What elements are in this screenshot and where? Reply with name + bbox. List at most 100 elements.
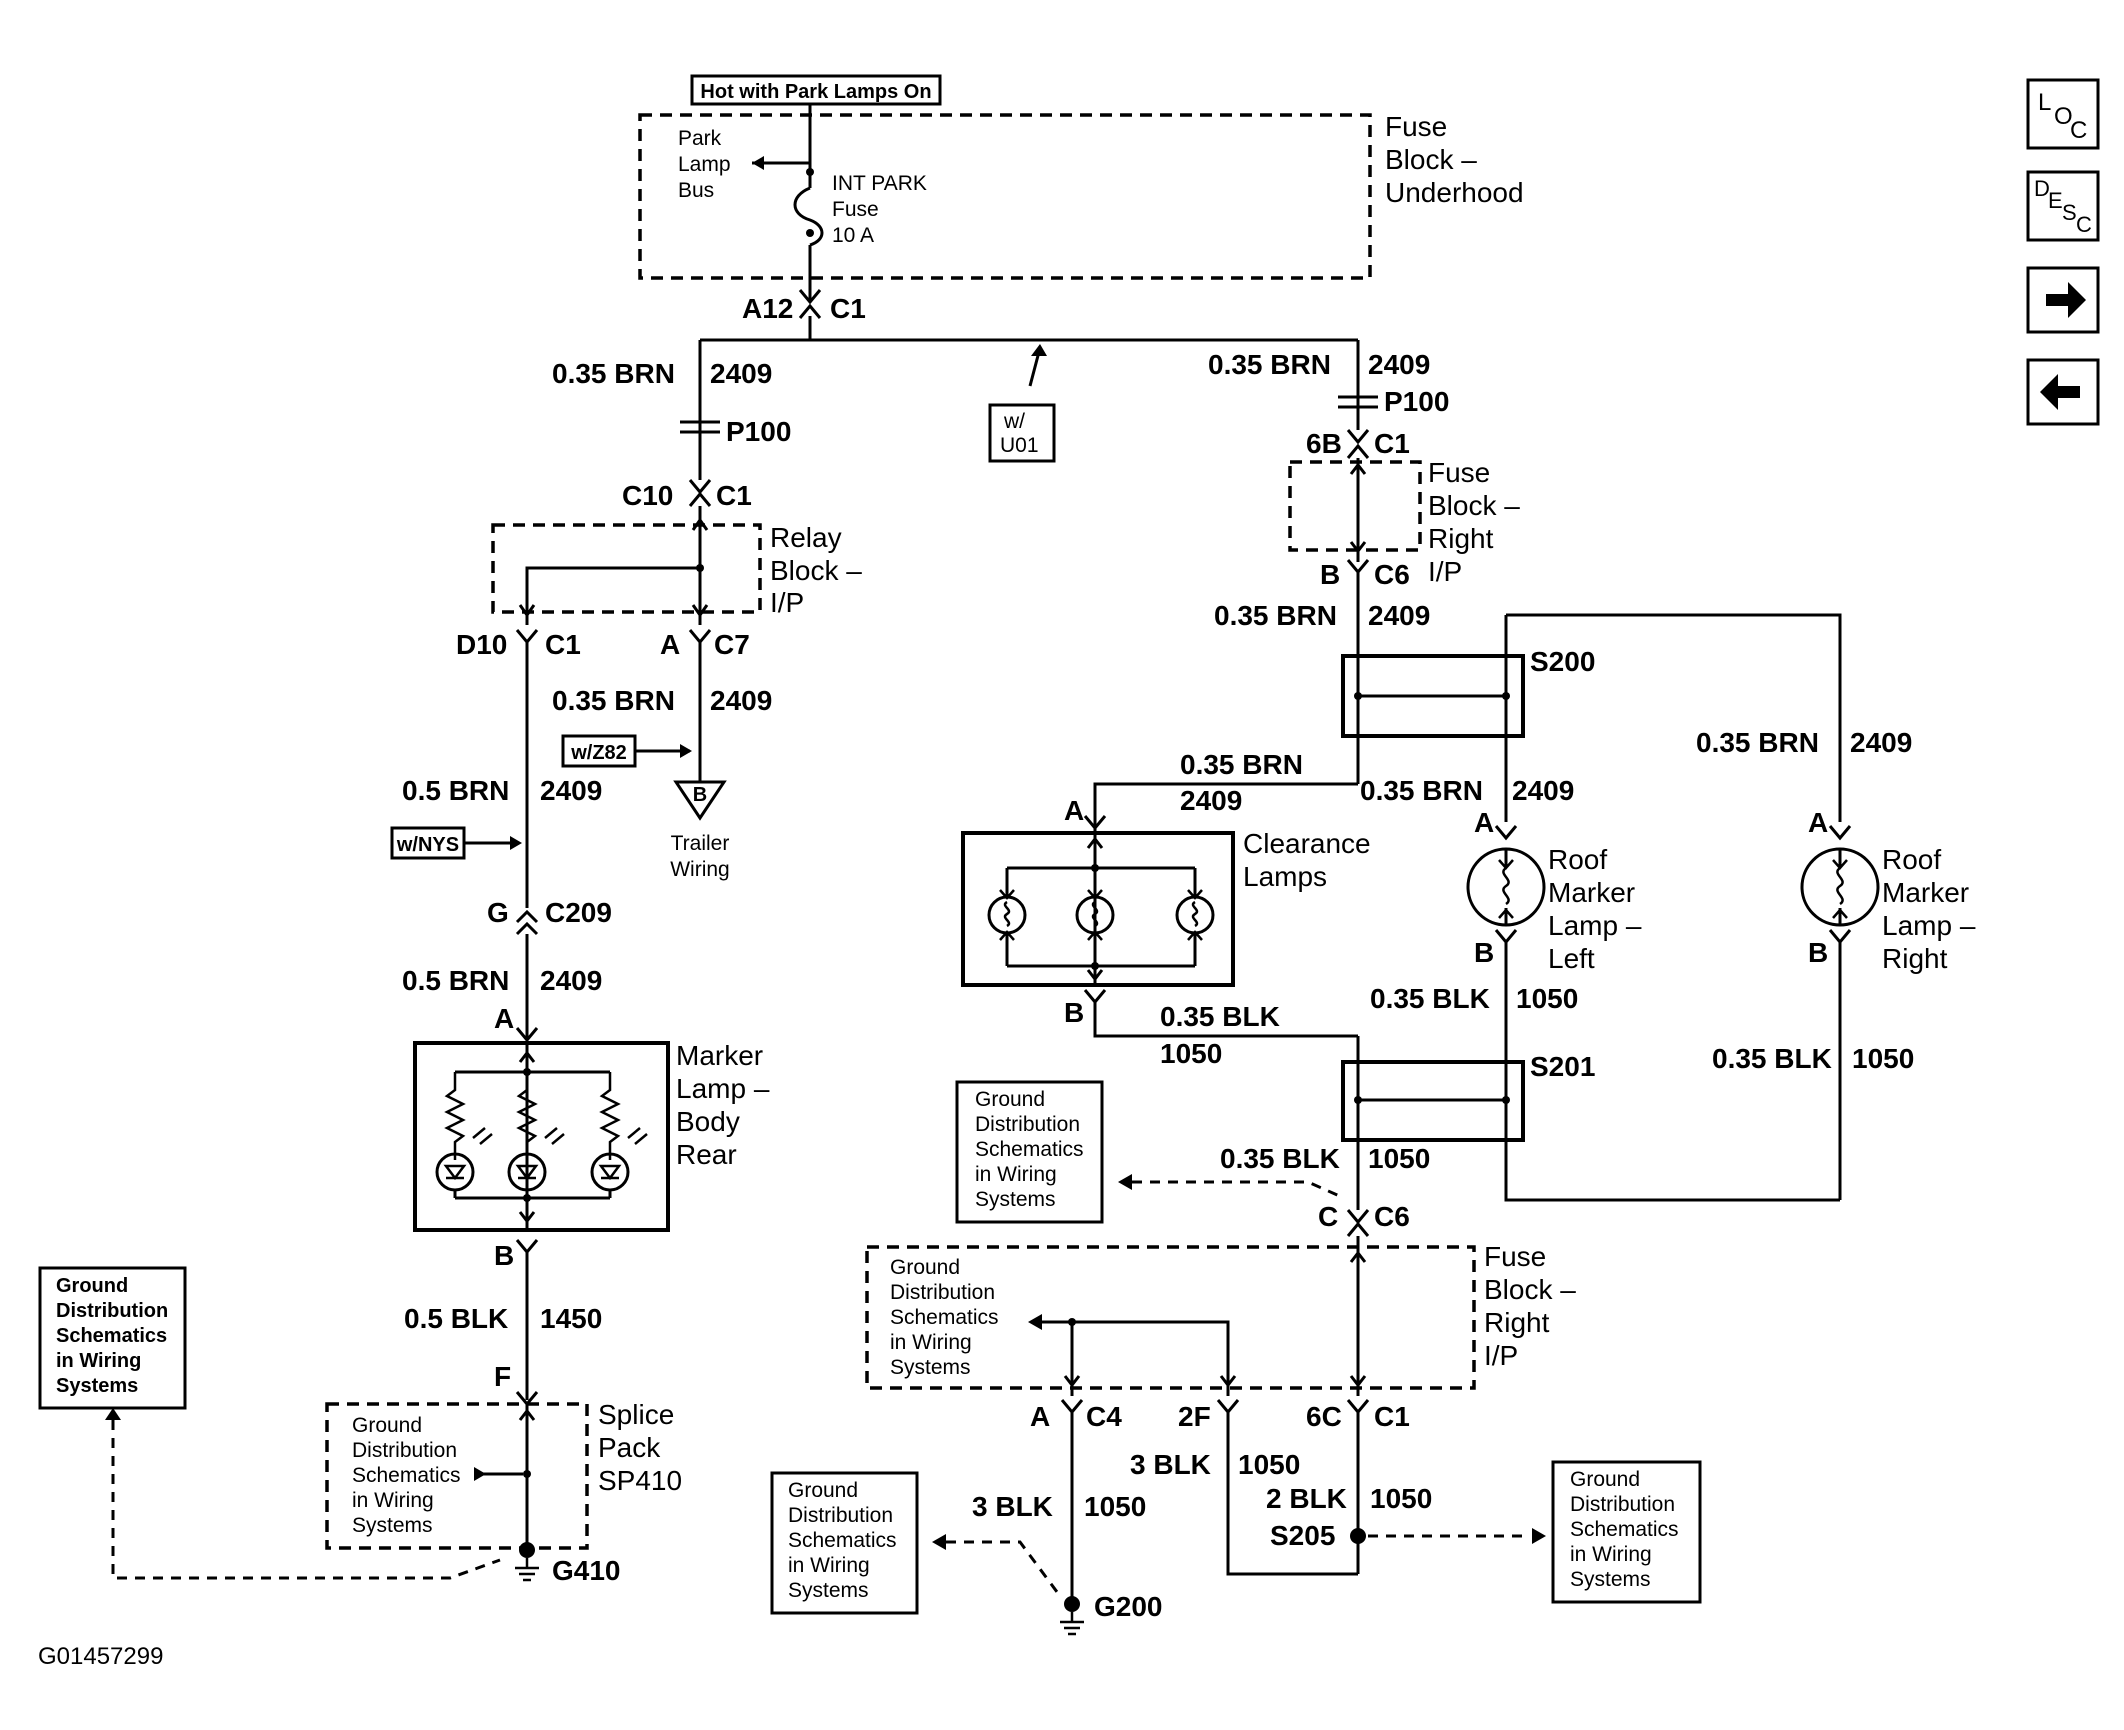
int-park-fuse-label: INT PARK Fuse 10 A [832, 172, 927, 247]
connector-c1-bottom: C1 [1374, 1401, 1410, 1432]
right-arrow-icon [2046, 282, 2086, 318]
svg-text:Ground: Ground [788, 1479, 858, 1502]
svg-text:I/P: I/P [770, 587, 804, 618]
svg-text:Schematics: Schematics [890, 1306, 999, 1329]
svg-text:in Wiring: in Wiring [788, 1554, 870, 1577]
wire-color-6c: 2 BLK [1266, 1483, 1347, 1514]
splice-s201-label: S201 [1530, 1051, 1595, 1082]
connector-a-roof-left: A [1474, 807, 1494, 838]
svg-text:B: B [693, 784, 707, 806]
description-button[interactable]: D E S C [2026, 170, 2100, 242]
connector-c6-top: C6 [1374, 559, 1410, 590]
marker-lamp-body-rear-box [413, 1041, 670, 1232]
wire-circuit-marker-1: 2409 [540, 775, 602, 806]
svg-text:Ground: Ground [890, 1256, 960, 1279]
wire-color-roof-right-ground: 0.35 BLK [1712, 1043, 1832, 1074]
wire-color-right-2: 0.35 BRN [1214, 600, 1337, 631]
svg-text:O: O [2054, 103, 2073, 130]
svg-text:Lamp –: Lamp – [1882, 910, 1976, 941]
connector-a-clearance: A [1064, 795, 1084, 826]
clearance-lamps-label: Clearance Lamps [1243, 828, 1371, 892]
marker-lamp-body-rear-label: Marker Lamp – Body Rear [676, 1040, 770, 1170]
svg-text:Fuse: Fuse [1428, 457, 1490, 488]
connector-6c: 6C [1306, 1401, 1342, 1432]
wire-color-right-1: 0.35 BRN [1208, 349, 1331, 380]
svg-text:Distribution: Distribution [1570, 1493, 1675, 1516]
connector-c1-d10: C1 [545, 629, 581, 660]
svg-text:Ground: Ground [975, 1088, 1045, 1111]
svg-text:in Wiring: in Wiring [352, 1489, 434, 1512]
connector-a-c4: A [1030, 1401, 1050, 1432]
svg-text:Ground: Ground [1570, 1468, 1640, 1491]
wire-circuit-right-1: 2409 [1368, 349, 1430, 380]
connector-c209: C209 [545, 897, 612, 928]
s205-splice-point [1350, 1528, 1366, 1544]
wire-circuit-roof-left-ground: 1050 [1516, 983, 1578, 1014]
svg-text:Schematics: Schematics [56, 1325, 167, 1347]
wire-color-2f: 3 BLK [1130, 1449, 1211, 1480]
relay-block-box [491, 523, 762, 614]
connector-b-roof-left: B [1474, 937, 1494, 968]
wire-color-marker-1: 0.5 BRN [402, 775, 509, 806]
option-z82-box: w/Z82 [561, 734, 637, 768]
splice-s200-label: S200 [1530, 646, 1595, 677]
wire-circuit-left-1: 2409 [710, 358, 772, 389]
svg-text:Relay: Relay [770, 522, 842, 553]
clearance-lamp-3 [1175, 868, 1215, 966]
left-arrow-icon [2040, 374, 2080, 410]
splice-pack-label: Splice Pack SP410 [598, 1399, 682, 1496]
ground-ref-bottom-right: Ground Distribution Schematics in Wiring… [1551, 1460, 1702, 1604]
svg-text:in Wiring: in Wiring [56, 1350, 141, 1372]
previous-arrow-button[interactable] [2026, 358, 2100, 426]
svg-text:Rear: Rear [676, 1139, 737, 1170]
location-button[interactable]: L O C [2026, 78, 2100, 150]
svg-text:Systems: Systems [788, 1579, 869, 1602]
svg-text:Distribution: Distribution [975, 1113, 1080, 1136]
svg-text:Body: Body [676, 1106, 740, 1137]
svg-text:INT PARK: INT PARK [832, 172, 927, 195]
svg-text:C: C [2070, 117, 2087, 144]
wire-circuit-roof-right: 2409 [1850, 727, 1912, 758]
svg-text:Ground: Ground [56, 1275, 128, 1297]
svg-text:Fuse: Fuse [1484, 1241, 1546, 1272]
svg-text:Roof: Roof [1882, 844, 1941, 875]
wire-color-roof-left-ground: 0.35 BLK [1370, 983, 1490, 1014]
svg-text:Block –: Block – [1428, 490, 1520, 521]
svg-text:w/NYS: w/NYS [396, 834, 459, 856]
svg-text:Underhood: Underhood [1385, 177, 1524, 208]
svg-text:E: E [2048, 188, 2063, 213]
g200-ground-point [1064, 1596, 1080, 1612]
next-arrow-button[interactable] [2026, 266, 2100, 334]
ground-ref-fuse-block: Ground Distribution Schematics in Wiring… [890, 1256, 999, 1379]
svg-text:in Wiring: in Wiring [890, 1331, 972, 1354]
fuse-block-underhood-box [638, 113, 1372, 280]
svg-text:Fuse: Fuse [832, 198, 879, 221]
trailer-wiring-connector [673, 780, 727, 821]
svg-text:Distribution: Distribution [788, 1504, 893, 1527]
wire-circuit-roof-right-ground: 1050 [1852, 1043, 1914, 1074]
svg-text:Systems: Systems [890, 1356, 971, 1379]
svg-text:w/Z82: w/Z82 [570, 742, 627, 764]
connector-a-c7: A [660, 629, 680, 660]
svg-text:Marker: Marker [676, 1040, 763, 1071]
wire-color-left-1: 0.35 BRN [552, 358, 675, 389]
option-nys-box: w/NYS [390, 826, 466, 860]
svg-text:Ground: Ground [352, 1414, 422, 1437]
wire-circuit-s201-down: 1050 [1368, 1143, 1430, 1174]
g410-ground-icon [515, 1558, 539, 1582]
svg-text:Right: Right [1882, 943, 1948, 974]
fuse-block-right-top-box [1288, 460, 1422, 552]
svg-text:Block –: Block – [1484, 1274, 1576, 1305]
wire-circuit-marker-2: 2409 [540, 965, 602, 996]
svg-text:Wiring: Wiring [670, 858, 730, 881]
hot-label-box: Hot with Park Lamps On [690, 74, 942, 106]
svg-text:Lamp –: Lamp – [1548, 910, 1642, 941]
trailer-wiring-label: Trailer Wiring [670, 832, 730, 881]
wire-circuit-clearance: 2409 [1180, 785, 1242, 816]
connector-c1-top: C1 [830, 293, 866, 324]
connector-c6-bottom: C6 [1374, 1201, 1410, 1232]
svg-text:Distribution: Distribution [352, 1439, 457, 1462]
ground-g200: G200 [1094, 1591, 1163, 1622]
splice-s205-label: S205 [1270, 1520, 1335, 1551]
